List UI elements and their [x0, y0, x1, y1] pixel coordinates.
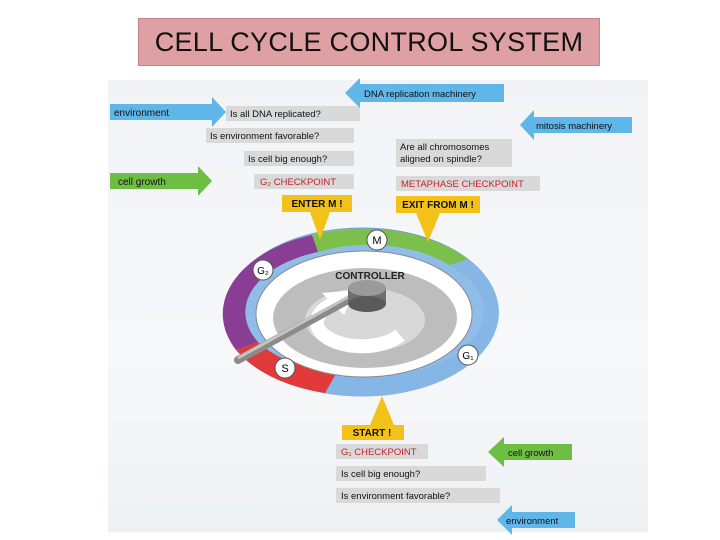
g2-checkpoint-label: G₂ CHECKPOINT	[260, 177, 336, 188]
environment-arrow-g1	[497, 505, 575, 535]
mitosis-machinery-arrow	[520, 110, 632, 140]
svg-text:G₁: G₁	[462, 351, 474, 362]
g1-checkpoint-label: G₁ CHECKPOINT	[341, 447, 417, 458]
mitosis-machinery-label: mitosis machinery	[536, 121, 612, 132]
metaphase-question-line2: aligned on spindle?	[400, 154, 482, 165]
g2-question-size: Is cell big enough?	[248, 154, 327, 165]
controller-label: CONTROLLER	[335, 271, 405, 282]
svg-text:M: M	[372, 235, 381, 247]
metaphase-question-line1: Are all chromosomes	[400, 142, 489, 153]
start-arrow	[342, 396, 404, 440]
phase-segment-g2	[222, 235, 318, 350]
svg-text:G₂: G₂	[257, 266, 269, 277]
cell-growth-input-label: cell growth	[118, 177, 166, 188]
enter-m-label: ENTER M !	[291, 199, 342, 210]
cycle-ring	[222, 227, 499, 397]
dna-machinery-label: DNA replication machinery	[364, 89, 476, 100]
g1-question-environment: Is environment favorable?	[341, 491, 450, 502]
phase-label-m: M	[366, 229, 388, 251]
g1-environment-label: environment	[506, 516, 559, 527]
phase-label-g2: G₂	[252, 259, 274, 281]
exit-m-label: EXIT FROM M !	[402, 200, 474, 211]
phase-segment-m	[312, 228, 468, 265]
svg-text:S: S	[281, 363, 288, 375]
dna-machinery-arrow	[345, 78, 504, 108]
environment-arrow-g2	[110, 97, 226, 127]
environment-input-label: environment	[114, 108, 169, 119]
start-label: START !	[353, 428, 392, 439]
cell-growth-arrow-g2	[110, 166, 212, 196]
g2-checkpoint-panel: environment cell growth Is all DNA repli…	[110, 97, 360, 240]
g1-question-size: Is cell big enough?	[341, 469, 420, 480]
phase-segment-g1	[325, 259, 499, 397]
phase-label-g1: G₁	[457, 344, 479, 366]
g1-cell-growth-label: cell growth	[508, 448, 553, 459]
slide-title: CELL CYCLE CONTROL SYSTEM	[138, 18, 600, 66]
cell-growth-arrow-g1	[488, 437, 572, 467]
g1-checkpoint-panel: START ! G₁ CHECKPOINT Is cell big enough…	[336, 396, 575, 535]
phase-label-s: S	[274, 357, 296, 379]
exit-m-arrow	[396, 196, 480, 242]
g2-question-dna: Is all DNA replicated?	[230, 109, 321, 120]
metaphase-checkpoint-panel: DNA replication machinery mitosis machin…	[345, 78, 632, 242]
metaphase-checkpoint-label: METAPHASE CHECKPOINT	[401, 179, 524, 190]
enter-m-arrow	[282, 195, 352, 240]
g2-question-environment: Is environment favorable?	[210, 131, 319, 142]
